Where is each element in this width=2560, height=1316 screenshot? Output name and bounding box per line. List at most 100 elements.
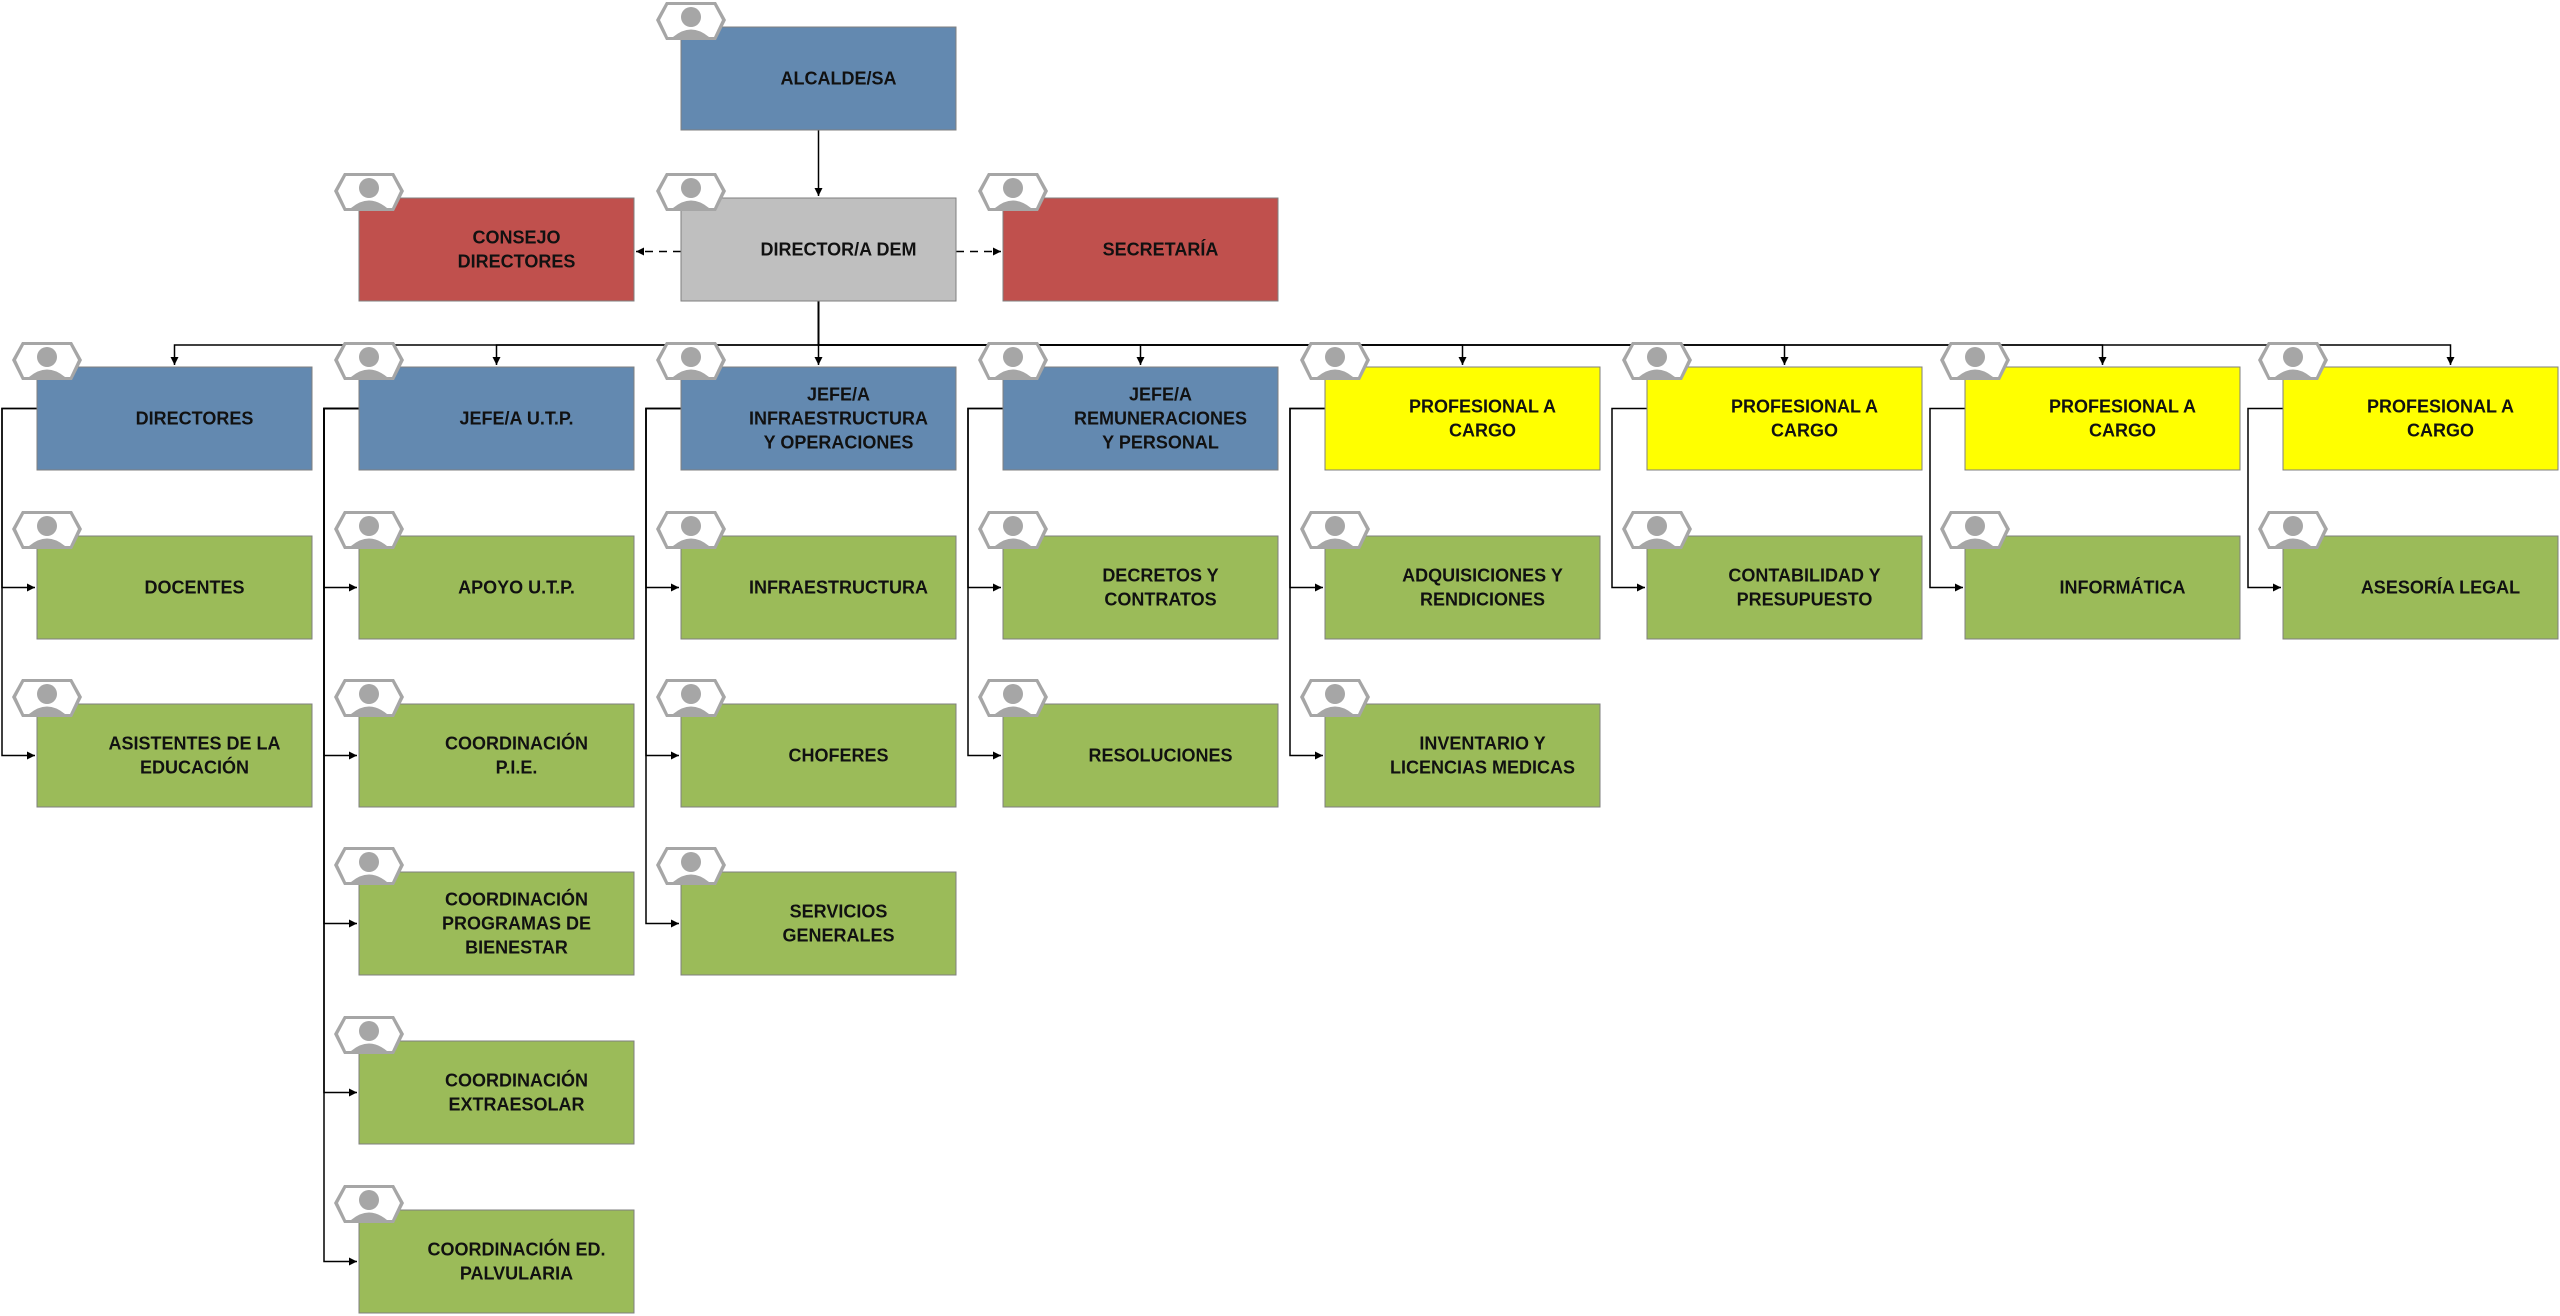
contabilidad-label: CONTABILIDAD Y [1728, 566, 1880, 586]
coord-pie-label: COORDINACIÓN [445, 733, 588, 754]
position-inventario: INVENTARIO Y LICENCIAS MEDICAS [1300, 679, 1601, 808]
connector-prof-cargo-2-to-contabilidad [1611, 407, 1647, 592]
position-asesoria: ASESORÍA LEGAL [2258, 511, 2559, 640]
directores-box [36, 366, 313, 471]
connector-jefe-utp-to-coord-parv [323, 407, 359, 1266]
contabilidad-label: PRESUPUESTO [1737, 590, 1873, 610]
coord-bienestar-box [358, 871, 635, 976]
jefe-infra-label: JEFE/A [807, 385, 870, 405]
asistentes-label: EDUCACIÓN [140, 757, 249, 778]
user-avatar-icon [978, 679, 1048, 717]
choferes-label: CHOFERES [788, 746, 888, 766]
connector-jefe-remun-to-resoluciones [967, 407, 1003, 760]
connector-directores-to-docentes [1, 407, 37, 592]
jefe-remun-label: REMUNERACIONES [1074, 409, 1247, 429]
coord-parv-box [358, 1209, 635, 1314]
position-secretaria: SECRETARÍA [978, 173, 1279, 302]
user-avatar-icon [334, 847, 404, 885]
decretos-box [1002, 535, 1279, 640]
position-consejo: CONSEJO DIRECTORES [334, 173, 635, 302]
asistentes-box [36, 703, 313, 808]
connector-director-dem-to-jefe-remun [817, 301, 1145, 365]
connector-jefe-infra-to-infraestructura [645, 407, 681, 592]
contabilidad-box [1646, 535, 1923, 640]
jefe-infra-box [680, 366, 957, 471]
user-avatar-icon [334, 342, 404, 380]
apoyo-utp-label: APOYO U.T.P. [458, 578, 575, 598]
resoluciones-box [1002, 703, 1279, 808]
asesoria-label: ASESORÍA LEGAL [2361, 577, 2520, 598]
position-director-dem: DIRECTOR/A DEM [656, 173, 957, 302]
user-avatar-icon [656, 173, 726, 211]
prof-cargo-3-label: PROFESIONAL A [2049, 397, 2196, 417]
connector-jefe-infra-to-servicios [645, 407, 681, 928]
coord-parv-label: PALVULARIA [460, 1264, 573, 1284]
secretaria-box [1002, 197, 1279, 302]
user-avatar-icon [12, 511, 82, 549]
jefe-infra-label: Y OPERACIONES [764, 433, 914, 453]
consejo-box [358, 197, 635, 302]
position-coord-parv: COORDINACIÓN ED.PALVULARIA [334, 1185, 635, 1314]
user-avatar-icon [334, 173, 404, 211]
servicios-label: SERVICIOS [790, 902, 888, 922]
consejo-label: CONSEJO [472, 228, 560, 248]
decretos-label: DECRETOS Y [1102, 566, 1218, 586]
informatica-label: INFORMÁTICA [2060, 577, 2186, 598]
position-contabilidad: CONTABILIDAD Y PRESUPUESTO [1622, 511, 1923, 640]
position-directores: DIRECTORES [12, 342, 313, 471]
position-asistentes: ASISTENTES DE LA EDUCACIÓN [12, 679, 313, 808]
user-avatar-icon [334, 511, 404, 549]
coord-bienestar-label: PROGRAMAS DE [442, 914, 591, 934]
position-choferes: CHOFERES [656, 679, 957, 808]
apoyo-utp-box [358, 535, 635, 640]
position-alcalde: ALCALDE/SA [656, 2, 957, 131]
user-avatar-icon [656, 679, 726, 717]
coord-extra-box [358, 1040, 635, 1145]
user-avatar-icon [978, 511, 1048, 549]
inventario-label: INVENTARIO Y [1419, 734, 1545, 754]
jefe-utp-label: JEFE/A U.T.P. [459, 409, 573, 429]
connector-prof-cargo-4-to-asesoria [2247, 407, 2283, 592]
consejo-label: DIRECTORES [458, 252, 576, 272]
coord-extra-label: COORDINACIÓN [445, 1070, 588, 1091]
coord-pie-box [358, 703, 635, 808]
docentes-box [36, 535, 313, 640]
user-avatar-icon [12, 679, 82, 717]
jefe-utp-box [358, 366, 635, 471]
connector-prof-cargo-3-to-informatica [1929, 407, 1965, 592]
adquisiciones-label: ADQUISICIONES Y [1402, 566, 1563, 586]
servicios-label: GENERALES [782, 926, 894, 946]
connector-jefe-utp-to-coord-bienestar [323, 407, 359, 928]
inventario-box [1324, 703, 1601, 808]
user-avatar-icon [656, 342, 726, 380]
secretaria-label: SECRETARÍA [1103, 239, 1219, 260]
alcalde-box [680, 26, 957, 131]
inventario-label: LICENCIAS MEDICAS [1390, 758, 1575, 778]
coord-bienestar-label: BIENESTAR [465, 938, 568, 958]
connector-directores-to-asistentes [1, 407, 37, 760]
user-avatar-icon [334, 679, 404, 717]
docentes-label: DOCENTES [144, 578, 244, 598]
prof-cargo-2-box [1646, 366, 1923, 471]
infraestructura-box [680, 535, 957, 640]
user-avatar-icon [656, 511, 726, 549]
servicios-box [680, 871, 957, 976]
user-avatar-icon [978, 342, 1048, 380]
position-jefe-utp: JEFE/A U.T.P. [334, 342, 635, 471]
prof-cargo-1-label: PROFESIONAL A [1409, 397, 1556, 417]
user-avatar-icon [656, 2, 726, 40]
prof-cargo-1-box [1324, 366, 1601, 471]
position-docentes: DOCENTES [12, 511, 313, 640]
adquisiciones-box [1324, 535, 1601, 640]
asistentes-label: ASISTENTES DE LA [108, 734, 280, 754]
